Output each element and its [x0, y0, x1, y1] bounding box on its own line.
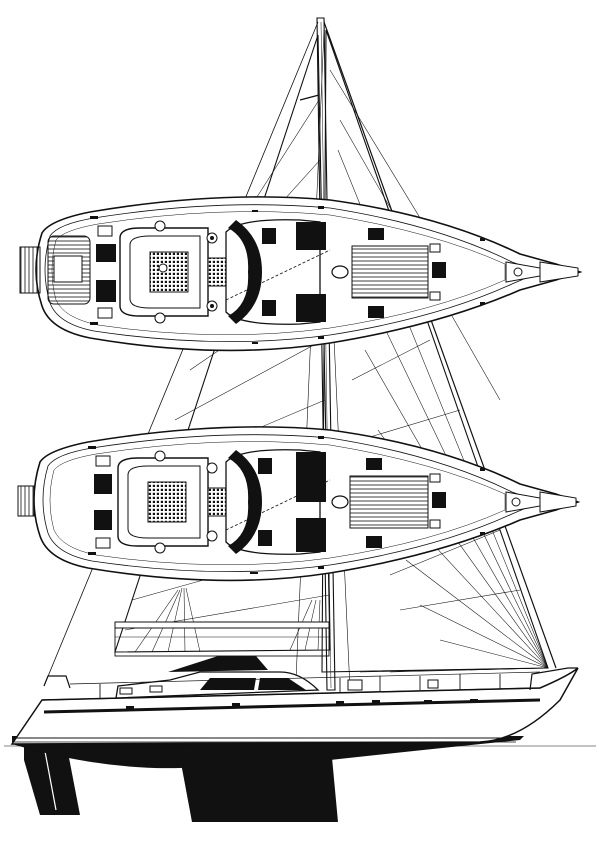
deck-plan-center-cockpit — [17, 426, 581, 582]
backstay — [43, 21, 319, 687]
boom — [114, 621, 330, 629]
cockpit-grate — [149, 251, 189, 293]
foredeck-teak — [351, 245, 429, 299]
mast-step — [331, 265, 349, 279]
headsail-seams — [329, 69, 549, 673]
forestay — [323, 21, 557, 669]
hull-profile — [4, 656, 596, 822]
swim-platform — [19, 246, 41, 294]
sail-plan — [43, 17, 557, 691]
bimini — [168, 656, 268, 672]
skeg-rudder — [24, 740, 80, 815]
deck-plan-aft-cockpit — [19, 196, 583, 352]
headsail — [321, 29, 549, 673]
